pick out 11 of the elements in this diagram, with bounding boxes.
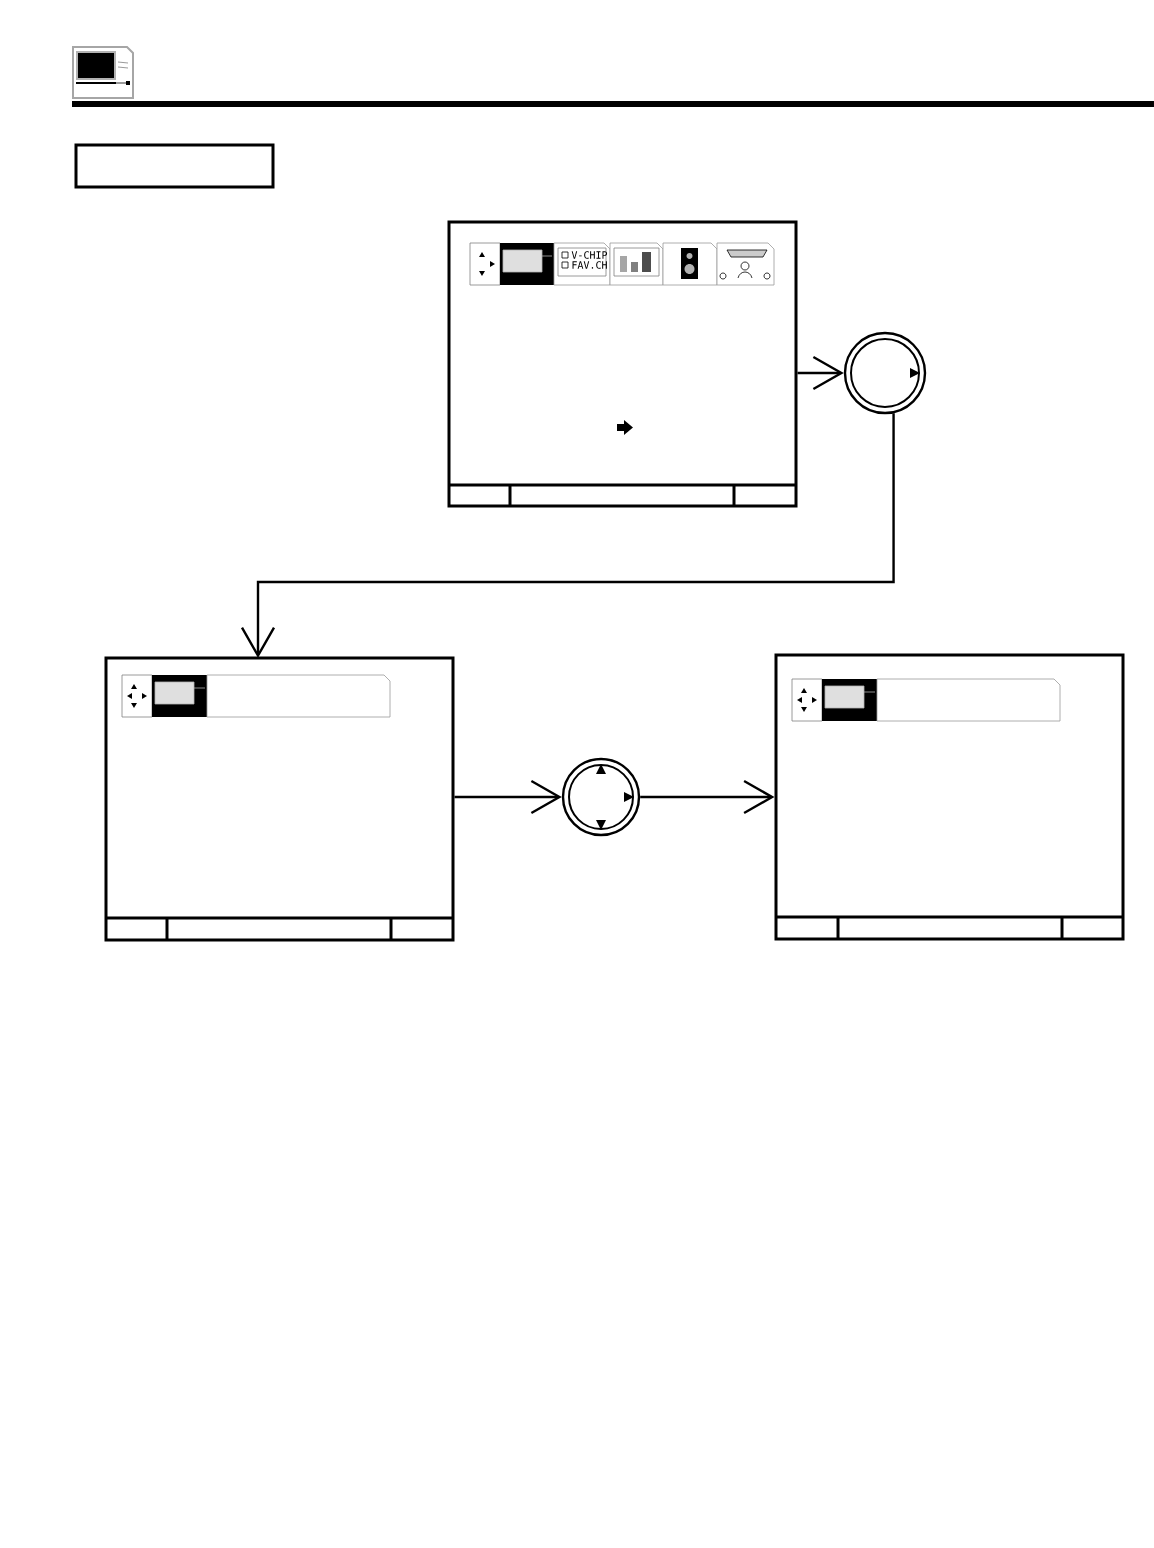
menu-screen bbox=[774, 653, 1125, 941]
title-box bbox=[74, 143, 275, 189]
menu-screen bbox=[447, 220, 798, 508]
remote-button bbox=[843, 331, 927, 415]
arrow bbox=[454, 779, 562, 815]
arrow bbox=[240, 413, 895, 658]
arrow bbox=[640, 779, 775, 815]
menu-label: FAV.CH bbox=[572, 261, 607, 269]
menu-screen bbox=[104, 656, 455, 942]
remote-button bbox=[561, 757, 641, 837]
menu-label: V-CHIP bbox=[571, 251, 608, 259]
